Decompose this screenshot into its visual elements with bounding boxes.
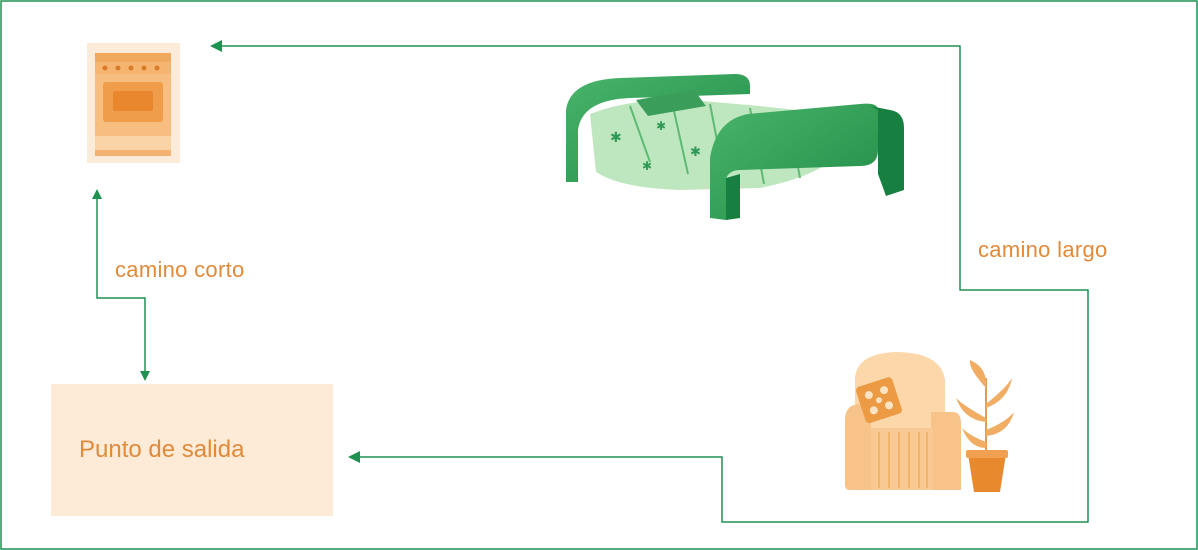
- svg-text:✱: ✱: [610, 130, 622, 146]
- start-point-box: Punto de salida: [51, 384, 333, 516]
- svg-text:✱: ✱: [656, 119, 666, 133]
- bed-icon: ✱ ✱ ✱ ✱ ✱ ✱ ✱: [566, 74, 904, 220]
- potted-plant-icon: [956, 360, 1014, 492]
- svg-text:✱: ✱: [690, 145, 701, 160]
- svg-text:✱: ✱: [642, 159, 652, 173]
- long-path-arrow: [210, 40, 1089, 523]
- long-path-label: camino largo: [978, 237, 1108, 262]
- short-path-label: camino corto: [115, 257, 245, 282]
- start-point-label: Punto de salida: [79, 436, 245, 463]
- short-path-arrow: [92, 189, 150, 381]
- armchair-icon: [845, 352, 961, 490]
- stove-icon: [87, 43, 180, 163]
